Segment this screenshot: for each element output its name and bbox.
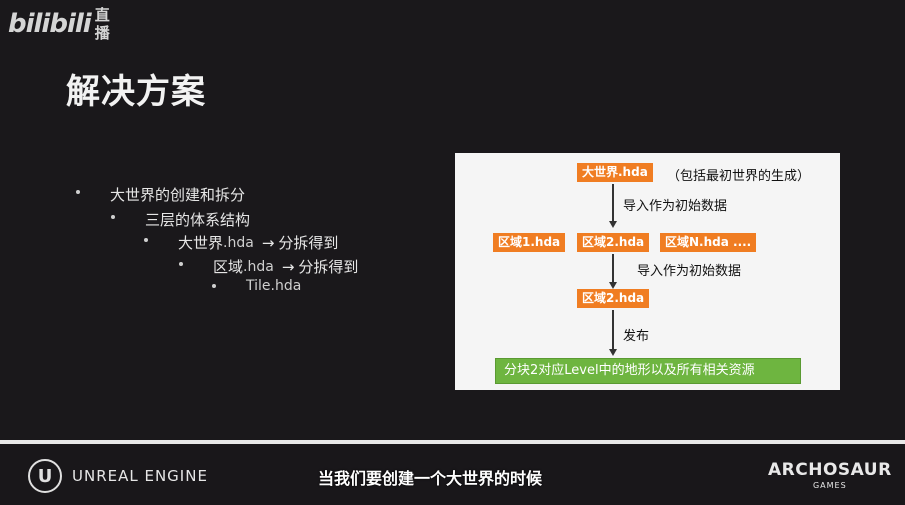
bullet-list: 大世界的创建和拆分 三层的体系结构 大世界 .hda → 分拆得到 区域 .hd… (0, 0, 450, 440)
bullet-dot-icon (144, 238, 148, 242)
bullet-dot-icon (111, 215, 115, 219)
live-badge: 直 播 (94, 6, 110, 42)
bullet-level-4: 区域 .hda → 分拆得到 (179, 256, 358, 277)
slide-title: 解决方案 (66, 72, 206, 112)
bullet-dot-icon (179, 262, 183, 266)
unreal-engine-branding: U UNREAL ENGINE (28, 459, 208, 493)
footer-bar: U UNREAL ENGINE 当我们要创建一个大世界的时候 ARCHOSAUR… (0, 444, 905, 505)
bullet-level-1: 大世界的创建和拆分 (76, 184, 245, 205)
step1-label: 导入作为初始数据 (623, 199, 728, 214)
bullet-dot-icon (212, 284, 216, 288)
world-hda-box: 大世界.hda (577, 163, 653, 182)
bilibili-watermark: bilibili 直 播 (8, 6, 110, 42)
result-box: 分块2对应Level中的地形以及所有相关资源 (495, 358, 801, 384)
bullet-level-5: Tile.hda (212, 278, 301, 294)
arrow-down-icon (609, 349, 617, 356)
archosaur-branding: ARCHOSAUR GAMES (768, 460, 892, 490)
region-1-box: 区域1.hda (493, 233, 566, 252)
arrow-down-icon (609, 282, 617, 289)
presentation-slide: bilibili 直 播 解决方案 大世界的创建和拆分 三层的体系结构 大世界 … (0, 0, 840, 440)
region-n-box: 区域N.hda .... (660, 233, 757, 252)
arrow-right-icon: → (261, 233, 275, 252)
workflow-diagram: 大世界.hda （包括最初世界的生成） 导入作为初始数据 区域1.hda 区域2… (455, 153, 840, 390)
unreal-engine-text: UNREAL ENGINE (72, 467, 208, 485)
bullet-dot-icon (76, 190, 80, 194)
archosaur-logo: ARCHOSAUR (768, 460, 892, 480)
step3-label: 发布 (623, 329, 650, 344)
archosaur-sub: GAMES (812, 481, 847, 490)
video-subtitle: 当我们要创建一个大世界的时候 (318, 469, 543, 488)
bullet-level-2: 三层的体系结构 (111, 209, 250, 230)
footer-divider (0, 440, 905, 444)
world-hda-note: （包括最初世界的生成） (667, 169, 811, 184)
arrow-down-icon (609, 221, 617, 228)
flow-line (612, 254, 614, 283)
region-2-box: 区域2.hda (577, 233, 650, 252)
arrow-right-icon: → (281, 257, 295, 276)
flow-line (612, 310, 614, 350)
bilibili-logo: bilibili (8, 9, 92, 39)
flow-line (612, 184, 614, 222)
step2-label: 导入作为初始数据 (637, 264, 742, 279)
selected-region-box: 区域2.hda (577, 289, 650, 308)
bullet-level-3: 大世界 .hda → 分拆得到 (144, 232, 338, 253)
unreal-engine-logo-icon: U (28, 459, 62, 493)
